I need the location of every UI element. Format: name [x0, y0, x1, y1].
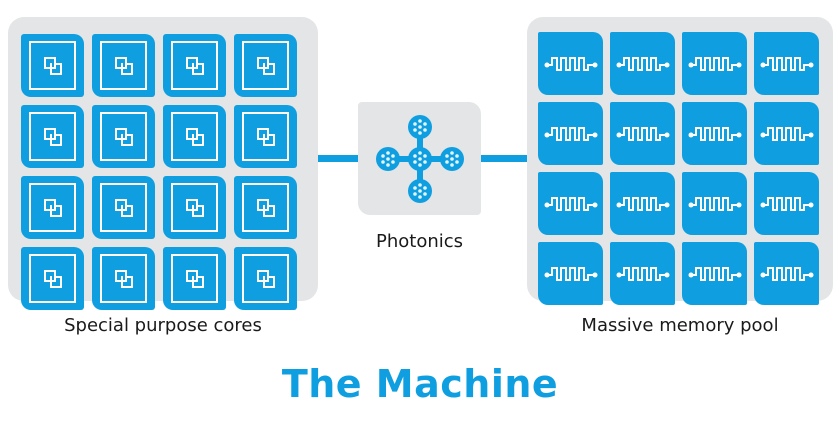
- core-tile: [21, 247, 84, 310]
- core-chip-icon: [185, 127, 204, 146]
- memory-tile: [754, 172, 819, 235]
- fiber-node-icon: [407, 178, 432, 203]
- memory-grid: [538, 32, 819, 305]
- core-chip-icon: [185, 198, 204, 217]
- core-frame: [171, 183, 218, 232]
- memory-signal-icon: [616, 126, 669, 141]
- memory-panel: [527, 17, 833, 305]
- memory-signal-icon: [760, 56, 813, 71]
- fiber-node-icon: [407, 146, 432, 171]
- diagram-title: The Machine: [281, 362, 559, 406]
- core-tile: [21, 105, 84, 168]
- memory-signal-icon: [616, 196, 669, 211]
- core-tile: [163, 105, 226, 168]
- core-tile: [21, 34, 84, 97]
- cores-panel: [8, 17, 318, 310]
- core-frame: [171, 112, 218, 161]
- memory-signal-icon: [544, 126, 597, 141]
- core-chip-icon: [114, 269, 133, 288]
- memory-tile: [682, 242, 747, 305]
- memory-signal-icon: [760, 126, 813, 141]
- core-chip-icon: [256, 269, 275, 288]
- core-chip-icon: [43, 56, 62, 75]
- core-chip-icon: [256, 56, 275, 75]
- memory-signal-icon: [616, 266, 669, 281]
- core-frame: [100, 112, 147, 161]
- core-frame: [29, 41, 76, 90]
- memory-signal-icon: [544, 56, 597, 71]
- photonics-label: Photonics: [375, 231, 464, 252]
- memory-tile: [754, 32, 819, 95]
- core-tile: [92, 105, 155, 168]
- memory-label: Massive memory pool: [581, 315, 779, 336]
- memory-signal-icon: [544, 196, 597, 211]
- memory-tile: [754, 242, 819, 305]
- core-frame: [29, 183, 76, 232]
- memory-signal-icon: [688, 126, 741, 141]
- memory-signal-icon: [760, 266, 813, 281]
- memory-tile: [538, 102, 603, 165]
- cores-label: Special purpose cores: [64, 315, 262, 336]
- core-tile: [92, 34, 155, 97]
- memory-signal-icon: [760, 196, 813, 211]
- memory-tile: [682, 102, 747, 165]
- core-chip-icon: [43, 127, 62, 146]
- core-frame: [242, 254, 289, 303]
- core-tile: [163, 247, 226, 310]
- memory-tile: [682, 172, 747, 235]
- memory-signal-icon: [544, 266, 597, 281]
- core-tile: [234, 176, 297, 239]
- memory-tile: [610, 172, 675, 235]
- core-tile: [92, 176, 155, 239]
- core-chip-icon: [185, 269, 204, 288]
- core-frame: [29, 112, 76, 161]
- memory-tile: [538, 242, 603, 305]
- core-chip-icon: [185, 56, 204, 75]
- core-chip-icon: [256, 127, 275, 146]
- core-tile: [234, 105, 297, 168]
- core-frame: [100, 41, 147, 90]
- photonics-network-icon: [375, 114, 464, 203]
- core-chip-icon: [114, 127, 133, 146]
- fiber-node-icon: [407, 114, 432, 139]
- core-chip-icon: [43, 198, 62, 217]
- memory-tile: [610, 32, 675, 95]
- core-tile: [234, 247, 297, 310]
- fiber-node-icon: [375, 146, 400, 171]
- core-tile: [92, 247, 155, 310]
- core-chip-icon: [114, 198, 133, 217]
- core-frame: [100, 183, 147, 232]
- memory-tile: [610, 242, 675, 305]
- memory-signal-icon: [688, 266, 741, 281]
- core-frame: [242, 112, 289, 161]
- memory-tile: [610, 102, 675, 165]
- memory-tile: [538, 172, 603, 235]
- connector-right: [481, 155, 527, 162]
- core-frame: [29, 254, 76, 303]
- core-frame: [171, 254, 218, 303]
- core-tile: [163, 34, 226, 97]
- connector-left: [318, 155, 358, 162]
- memory-signal-icon: [688, 56, 741, 71]
- core-tile: [21, 176, 84, 239]
- cores-grid: [21, 34, 297, 310]
- memory-signal-icon: [616, 56, 669, 71]
- core-frame: [171, 41, 218, 90]
- memory-tile: [682, 32, 747, 95]
- core-frame: [242, 183, 289, 232]
- memory-tile: [538, 32, 603, 95]
- memory-signal-icon: [688, 196, 741, 211]
- core-chip-icon: [43, 269, 62, 288]
- photonics-box: [358, 102, 481, 215]
- core-tile: [234, 34, 297, 97]
- memory-tile: [754, 102, 819, 165]
- core-tile: [163, 176, 226, 239]
- core-frame: [242, 41, 289, 90]
- core-chip-icon: [114, 56, 133, 75]
- core-chip-icon: [256, 198, 275, 217]
- fiber-node-icon: [439, 146, 464, 171]
- core-frame: [100, 254, 147, 303]
